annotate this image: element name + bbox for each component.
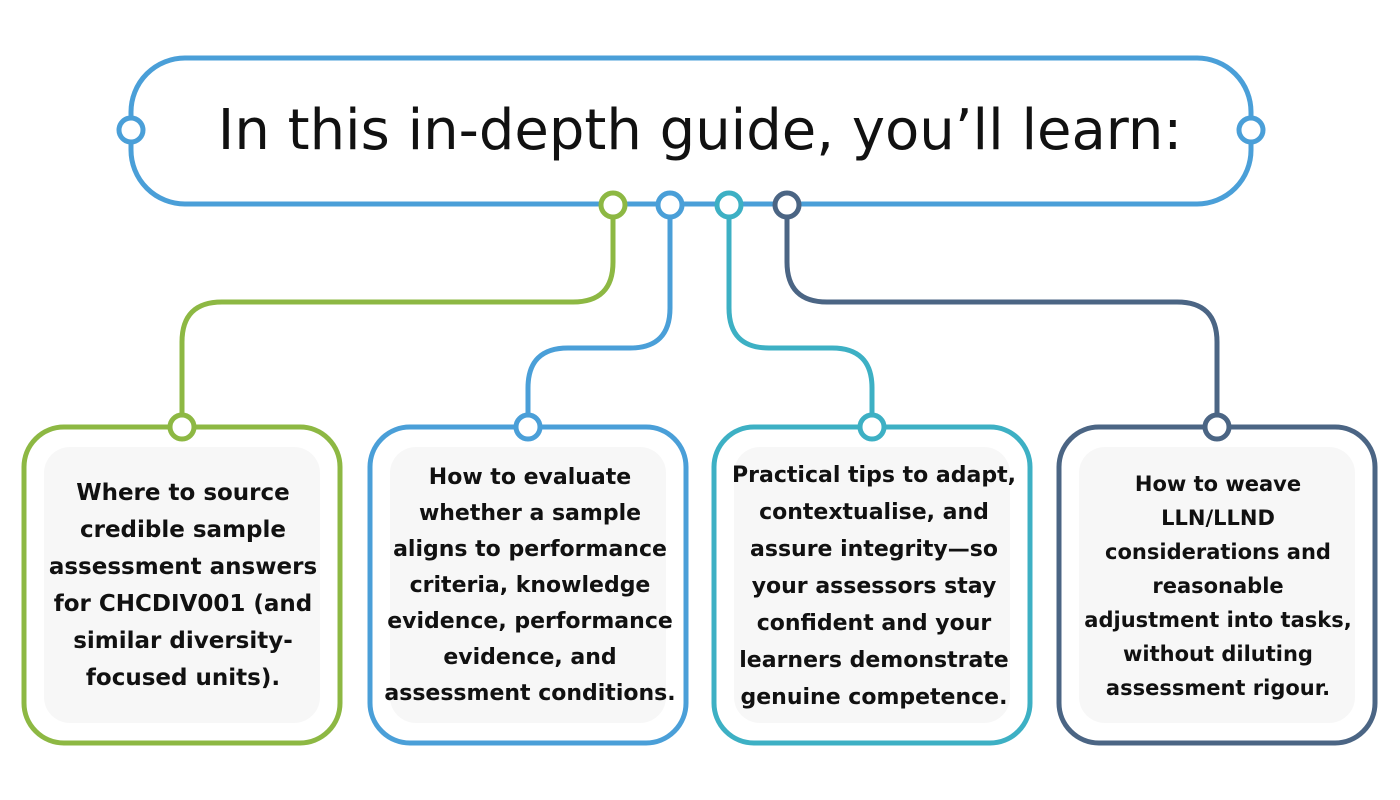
- card-text-source: Where to source credible sample assessme…: [48, 480, 318, 691]
- card-panel-3: [734, 447, 1010, 723]
- title-frame-right-node: [1236, 115, 1266, 145]
- page-title: In this in-depth guide, you’ll learn:: [217, 97, 1183, 163]
- card-node-2: [513, 412, 543, 442]
- connector-1: [179, 205, 616, 427]
- title-frame-left-node: [116, 115, 146, 145]
- top-node-3: [714, 190, 744, 220]
- connector-2: [525, 205, 673, 427]
- connector-4: [784, 205, 1220, 427]
- card-panel-4: [1079, 447, 1355, 723]
- card-panel-2: [390, 447, 666, 723]
- top-node-1: [598, 190, 628, 220]
- card-text-lln-adjustment: How to weave LLN/LLND considerations and…: [1084, 472, 1352, 700]
- card-text-practical-tips: Practical tips to adapt, contextualise, …: [732, 462, 1016, 710]
- card-node-1: [167, 412, 197, 442]
- card-node-4: [1202, 412, 1232, 442]
- card-panel-1: [44, 447, 320, 723]
- card-text-evaluate: How to evaluate whether a sample aligns …: [384, 465, 676, 706]
- connector-3: [726, 205, 875, 427]
- top-node-2: [655, 190, 685, 220]
- top-node-4: [772, 190, 802, 220]
- card-node-3: [857, 412, 887, 442]
